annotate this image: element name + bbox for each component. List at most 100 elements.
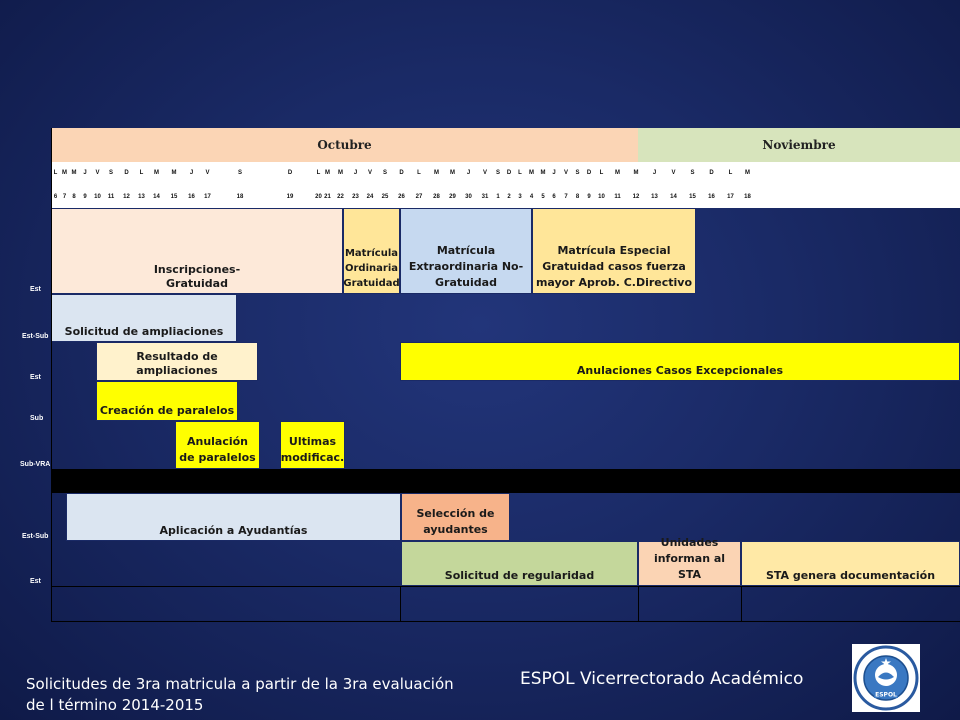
day-letter-cell: L [417, 170, 421, 176]
date-number-cell: 16 [708, 194, 715, 200]
bar-unidades-informan: Unidades informan al STA [638, 536, 741, 586]
date-number-cell: 16 [188, 194, 195, 200]
bar-resultado-ampliaciones-label: Resultado de ampliaciones [136, 350, 218, 377]
bar-aplicacion-ayudantias: Aplicación a Ayudantías [66, 493, 401, 541]
month-header-november: Noviembre [638, 128, 960, 162]
day-letter-cell: M [71, 170, 77, 176]
date-number-cell: 24 [366, 194, 374, 200]
date-number-cell: 21 [324, 194, 331, 200]
bar-solicitud-ampliaciones-label: Solicitud de ampliaciones [64, 325, 224, 338]
date-number-cell: 6 [53, 194, 58, 200]
date-number-cell: 27 [415, 194, 423, 200]
date-number-cell: 9 [83, 194, 87, 200]
row-label-est-sub-1: Est-Sub [22, 333, 49, 340]
date-number-cell: 15 [170, 194, 178, 200]
bar-unidades-informan-label: Unidades informan al STA [653, 536, 726, 581]
day-letter-cell: M [154, 170, 159, 176]
date-number-cell: 18 [744, 194, 751, 200]
day-letter-cell: V [367, 170, 372, 176]
date-number-cell: 14 [670, 194, 677, 200]
bar-matricula-extraordinaria-label: Matrícula Extraordinaria No-Gratuidad [408, 244, 524, 289]
date-number-cell: 3 [518, 194, 522, 200]
day-letter-cell: S [108, 170, 113, 176]
bar-anulacion-paralelos: Anulación de paralelos [175, 421, 260, 469]
day-letter-cell: M [745, 170, 750, 176]
day-letter-cell: M [450, 170, 455, 176]
day-letter-cell: V [671, 170, 676, 176]
row-label-est-3: Est [30, 578, 41, 585]
date-number-cell: 1 [496, 194, 500, 200]
date-number-cell: 13 [651, 194, 658, 200]
month-header-october: Octubre [51, 128, 638, 162]
day-letter-cell: D [287, 170, 293, 176]
empty-row-divider [638, 586, 639, 622]
day-letter-cell: L [599, 170, 604, 176]
date-number-cell: 19 [286, 194, 294, 200]
date-number-cell: 30 [465, 194, 472, 200]
day-letter-cell: J [552, 170, 556, 176]
date-number-cell: 7 [62, 194, 67, 200]
day-letter-cell: D [709, 170, 714, 176]
bar-anulaciones-casos-label: Anulaciones Casos Excepcionales [576, 364, 784, 377]
day-letter-cell: M [338, 170, 343, 176]
espol-seal-logo: ESPOL [852, 644, 920, 712]
bar-sta-genera-label: STA genera documentación [765, 569, 936, 582]
day-letter-cell: M [325, 170, 330, 176]
date-number-cell: 22 [337, 194, 344, 200]
day-letter-cell: M [529, 170, 534, 176]
bar-anulacion-paralelos-label: Anulación de paralelos [179, 435, 256, 464]
day-letter-cell: M [171, 170, 177, 176]
day-letter-cell: V [482, 170, 487, 176]
bar-creacion-paralelos-label: Creación de paralelos [99, 404, 235, 417]
day-letter-cell: L [728, 170, 733, 176]
bar-matricula-ordinaria-label: Matrícula Ordinaria Gratuidad [343, 248, 400, 289]
day-letter-cell: M [615, 170, 620, 176]
date-number-cell: 2 [507, 194, 511, 200]
bar-solicitud-regularidad-label: Solicitud de regularidad [444, 569, 595, 582]
date-number-cell: 14 [153, 194, 160, 200]
day-letter-cell: J [353, 170, 358, 176]
date-number-cell: 15 [689, 194, 696, 200]
row-label-est-sub-2: Est-Sub [22, 533, 49, 540]
date-number-cell: 28 [433, 194, 440, 200]
espol-seal-icon: ESPOL [853, 645, 919, 711]
day-letter-cell: V [95, 170, 100, 176]
day-letter-cell: J [652, 170, 657, 176]
bar-matricula-especial-label: Matrícula Especial Gratuidad casos fuerz… [535, 244, 693, 289]
footer-caption: Solicitudes de 3ra matricula a partir de… [26, 674, 466, 716]
date-number-cell: 4 [529, 194, 534, 200]
day-letter-cell: D [506, 170, 512, 176]
day-letter-cell: M [434, 170, 439, 176]
date-number-cell: 7 [564, 194, 568, 200]
date-number-cell: 12 [632, 194, 640, 200]
empty-row-divider [400, 586, 401, 622]
day-letter-cell: M [633, 170, 639, 176]
day-letter-cell: M [62, 170, 67, 176]
day-letter-cell: S [495, 170, 500, 176]
date-number-cell: 13 [138, 194, 145, 200]
date-number-cell: 20 [315, 194, 322, 200]
row-label-sub: Sub [30, 415, 44, 422]
day-letter-cell: L [53, 170, 58, 176]
day-letter-cell: S [237, 170, 242, 176]
bar-matricula-especial: Matrícula Especial Gratuidad casos fuerz… [532, 208, 696, 294]
bar-matricula-ordinaria: Matrícula Ordinaria Gratuidad [343, 208, 400, 294]
bar-sta-genera: STA genera documentación [741, 541, 960, 586]
bar-matricula-extraordinaria: Matrícula Extraordinaria No-Gratuidad [400, 208, 532, 294]
footer-organization: ESPOL Vicerrectorado Académico [520, 669, 804, 689]
bar-creacion-paralelos: Creación de paralelos [96, 381, 238, 421]
day-letter-cell: L [518, 170, 522, 176]
bar-seleccion-ayudantes: Selección de ayudantes [401, 493, 510, 541]
day-letter-cell: J [466, 170, 471, 176]
date-number-cell: 29 [449, 194, 456, 200]
bar-ultimas-modificac-label: Ultimas modificac. [280, 435, 345, 464]
date-number-cell: 17 [727, 194, 734, 200]
day-letter-cell: D [399, 170, 404, 176]
date-number-cell: 10 [94, 194, 101, 200]
date-number-cell: 8 [72, 194, 76, 200]
separator-row [51, 469, 960, 493]
day-letter-cell: S [382, 170, 387, 176]
date-number-cell: 12 [123, 194, 130, 200]
